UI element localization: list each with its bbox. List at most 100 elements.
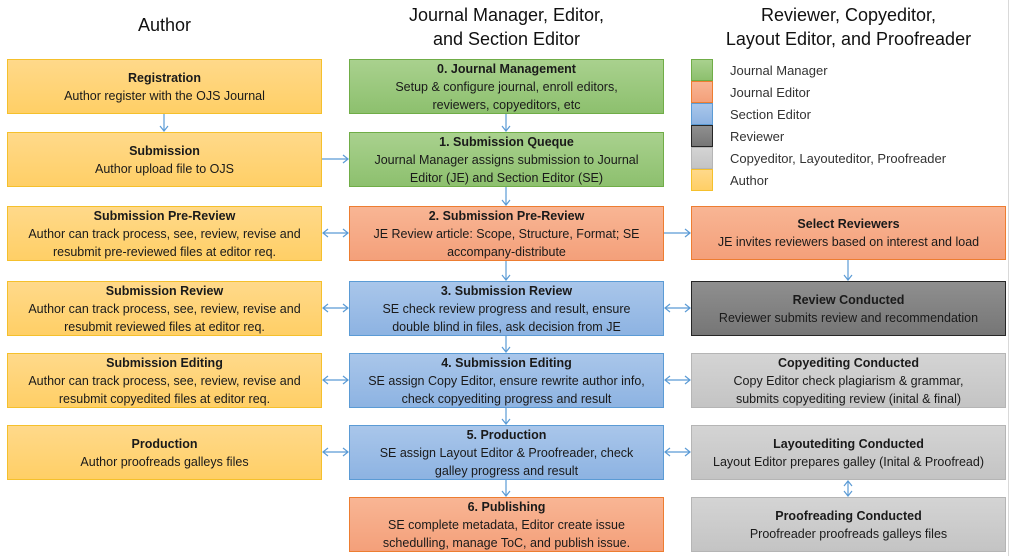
box-description: Author upload file to OJS (95, 161, 234, 176)
box-description: Author register with the OJS Journal (64, 88, 265, 103)
editors-header-line-2: and Section Editor (432, 29, 581, 49)
reviewer-box-layoutediting-conducted: Layoutediting Conducted Layout Editor pr… (691, 425, 1006, 480)
legend-item-journal-editor: Journal Editor (691, 81, 946, 103)
editor-box-publishing: 6. Publishing SE complete metadata, Edit… (349, 497, 664, 552)
box-title: 2. Submission Pre-Review (428, 208, 585, 223)
legend-label: Journal Editor (730, 84, 811, 100)
editor-box-pre-review: 2. Submission Pre-Review JE Review artic… (349, 206, 664, 261)
arrow-layout-proofreading (843, 480, 853, 497)
box-title: 0. Journal Management (437, 61, 576, 76)
arrow-review-to-editing (501, 336, 511, 353)
editor-box-production: 5. Production SE assign Layout Editor & … (349, 425, 664, 480)
box-title: Copyediting Conducted (778, 355, 919, 370)
box-title: Proofreading Conducted (775, 508, 922, 523)
reviewers-header-line-1: Reviewer, Copyeditor, (760, 5, 937, 25)
legend-item-section-editor: Section Editor (691, 103, 946, 125)
editor-box-submission-queue: 1. Submission Queque Journal Manager ass… (349, 132, 664, 187)
arrow-editor-reviewer-editing (664, 375, 691, 385)
arrow-production-to-publishing (501, 480, 511, 497)
arrow-author-editor-editing (322, 375, 349, 385)
box-title: 5. Production (466, 427, 547, 442)
box-description: SE assign Copy Editor, ensure rewrite au… (368, 373, 645, 406)
legend-item-journal-manager: Journal Manager (691, 59, 946, 81)
arrow-editor-reviewer-review (664, 303, 691, 313)
box-title: 4. Submission Editing (441, 355, 572, 370)
box-title: Registration (128, 70, 201, 85)
page-right-border (1008, 0, 1009, 556)
legend-swatch-journal-manager (691, 59, 713, 81)
legend-item-author: Author (691, 169, 946, 191)
box-description: Layout Editor prepares galley (Inital & … (713, 454, 984, 469)
box-title: Submission Pre-Review (93, 208, 236, 223)
box-title: Submission Editing (106, 355, 223, 370)
box-description: SE check review progress and result, ens… (382, 301, 631, 334)
box-title: 6. Publishing (467, 499, 546, 514)
reviewer-box-proofreading-conducted: Proofreading Conducted Proofreader proof… (691, 497, 1006, 552)
legend: Journal Manager Journal Editor Section E… (691, 59, 946, 191)
author-box-submission: Submission Author upload file to OJS (7, 132, 322, 187)
legend-swatch-copyeditor (691, 147, 713, 169)
author-column-header: Author (7, 13, 322, 37)
box-title: 3. Submission Review (440, 283, 573, 298)
box-description: JE invites reviewers based on interest a… (717, 235, 980, 249)
author-box-editing: Submission Editing Author can track proc… (7, 353, 322, 408)
box-title: Select Reviewers (797, 217, 900, 231)
legend-item-copyeditor: Copyeditor, Layouteditor, Proofreader (691, 147, 946, 169)
box-description: Author can track process, see, review, r… (28, 226, 301, 259)
box-title: Review Conducted (792, 292, 905, 307)
arrow-pre-review-to-review (501, 261, 511, 281)
box-description: JE Review article: Scope, Structure, For… (373, 226, 640, 259)
reviewer-box-select-reviewers: Select Reviewers JE invites reviewers ba… (691, 206, 1006, 260)
arrow-author-editor-review (322, 303, 349, 313)
author-box-registration: Registration Author register with the OJ… (7, 59, 322, 114)
arrow-queue-to-pre-review (501, 187, 511, 206)
box-description: Reviewer submits review and recommendati… (718, 310, 979, 325)
legend-label: Copyeditor, Layouteditor, Proofreader (730, 150, 947, 166)
arrow-author-editor-pre-review (322, 228, 349, 238)
box-title: Layoutediting Conducted (773, 436, 924, 451)
reviewer-box-review-conducted: Review Conducted Reviewer submits review… (691, 281, 1006, 336)
box-title: 1. Submission Queque (439, 134, 574, 149)
legend-label: Author (730, 172, 769, 188)
box-title: Production (131, 436, 198, 451)
box-description: Author proofreads galleys files (80, 454, 249, 469)
editor-box-editing: 4. Submission Editing SE assign Copy Edi… (349, 353, 664, 408)
legend-swatch-journal-editor (691, 81, 713, 103)
author-header-text: Author (137, 15, 192, 35)
arrow-editor-reviewer-production (664, 447, 691, 457)
legend-label: Section Editor (730, 106, 811, 122)
box-description: Proofreader proofreads galleys files (749, 526, 948, 541)
author-box-production: Production Author proofreads galleys fil… (7, 425, 322, 480)
editors-header-line-1: Journal Manager, Editor, (408, 5, 605, 25)
box-title: Submission (129, 143, 200, 158)
author-box-pre-review: Submission Pre-Review Author can track p… (7, 206, 322, 261)
legend-swatch-author (691, 169, 713, 191)
reviewers-column-header: Reviewer, Copyeditor, Layout Editor, and… (691, 3, 1006, 51)
arrow-author-editor-production (322, 447, 349, 457)
arrow-editing-to-production (501, 408, 511, 425)
box-description: Author can track process, see, review, r… (28, 373, 301, 406)
editors-column-header: Journal Manager, Editor, and Section Edi… (349, 3, 664, 51)
legend-label: Reviewer (730, 128, 785, 144)
legend-swatch-section-editor (691, 103, 713, 125)
legend-item-reviewer: Reviewer (691, 125, 946, 147)
box-description: Journal Manager assigns submission to Jo… (374, 152, 639, 185)
arrow-management-to-queue (501, 114, 511, 132)
editor-box-review: 3. Submission Review SE check review pro… (349, 281, 664, 336)
reviewers-header-line-2: Layout Editor, and Proofreader (725, 29, 972, 49)
arrow-select-to-review-conducted (843, 260, 853, 281)
arrow-registration-to-submission (159, 114, 169, 132)
box-title: Submission Review (105, 283, 224, 298)
arrow-pre-review-to-select-reviewers (664, 228, 691, 238)
editor-box-journal-management: 0. Journal Management Setup & configure … (349, 59, 664, 114)
reviewer-box-copyediting-conducted: Copyediting Conducted Copy Editor check … (691, 353, 1006, 408)
legend-swatch-reviewer (691, 125, 713, 147)
box-description: Copy Editor check plagiarism & grammar, … (733, 373, 964, 406)
box-description: SE assign Layout Editor & Proofreader, c… (379, 445, 634, 478)
legend-label: Journal Manager (730, 62, 828, 78)
box-description: Author can track process, see, review, r… (28, 301, 301, 334)
arrow-submission-to-queue (322, 154, 349, 164)
box-description: Setup & configure journal, enroll editor… (395, 79, 618, 112)
author-box-review: Submission Review Author can track proce… (7, 281, 322, 336)
box-description: SE complete metadata, Editor create issu… (382, 517, 631, 550)
